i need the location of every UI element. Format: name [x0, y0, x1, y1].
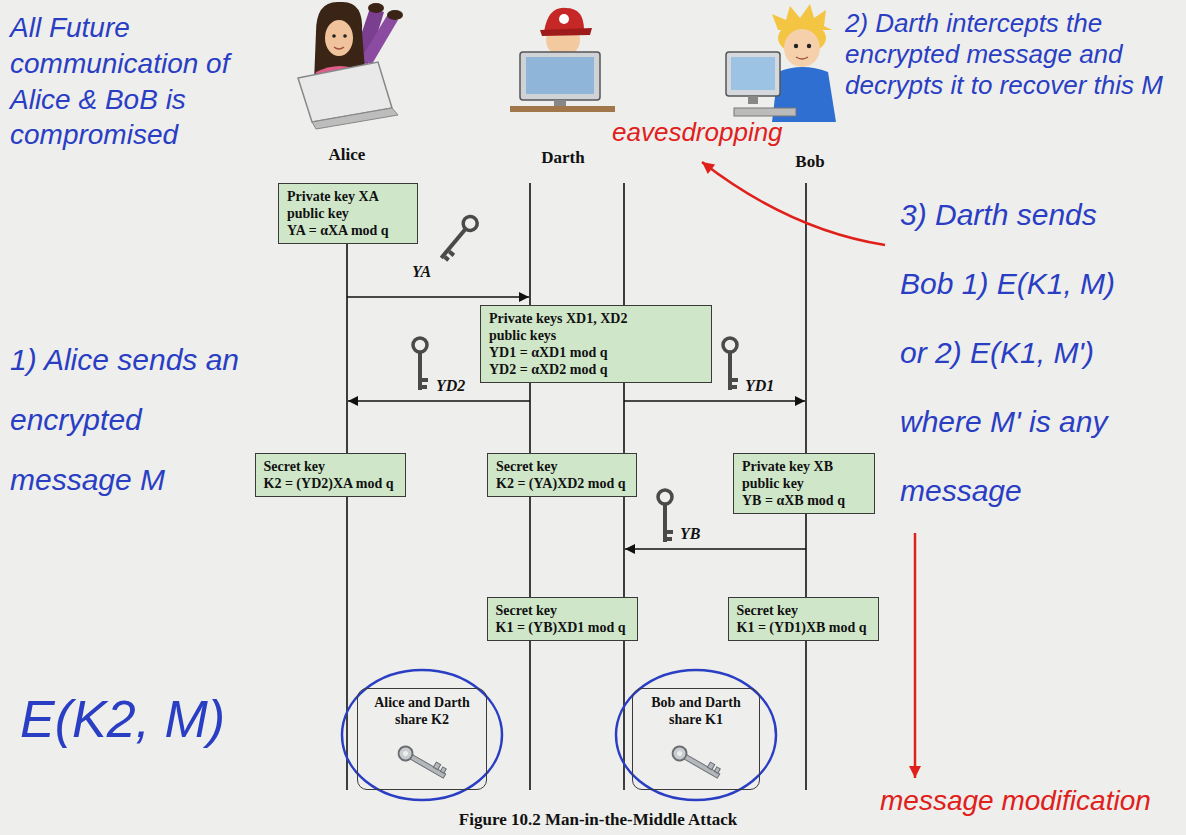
box-text: K2 = (YD2)XA mod q: [264, 475, 397, 492]
key-label: YA: [412, 262, 431, 281]
key-box: Private keys XD1, XD2public keysYD1 = αX…: [480, 305, 712, 383]
alice-figure: [298, 2, 403, 129]
figure-caption: Figure 10.2 Man-in-the-Middle Attack: [459, 810, 737, 830]
box-text: public keys: [489, 327, 703, 344]
box-text: K1 = (YB)XD1 mod q: [496, 619, 629, 636]
box-text: Secret key: [737, 602, 870, 619]
hand-arrow: [702, 162, 915, 778]
hand-circle: [342, 670, 776, 800]
handwritten-tag: eavesdropping: [612, 118, 783, 148]
box-text: public key: [287, 205, 409, 222]
box-text: YA = αXA mod q: [287, 222, 409, 239]
box-text: Secret key: [496, 458, 628, 475]
secret-key-box: Secret keyK1 = (YB)XD1 mod q: [487, 597, 638, 641]
box-text: YD2 = αXD2 mod q: [489, 361, 703, 378]
secret-key-box: Secret keyK1 = (YD1)XB mod q: [728, 597, 879, 641]
handwritten-note: 1) Alice sends an encrypted message M: [10, 330, 245, 510]
box-text: public key: [742, 475, 866, 492]
person-name: Bob: [795, 152, 824, 172]
box-text: Private key XA: [287, 188, 409, 205]
box-text: Bob and Darth share K1: [641, 694, 751, 728]
handwritten-note: 3) Darth sends Bob 1) E(K1, M) or 2) E(K…: [900, 180, 1150, 525]
box-text: Secret key: [264, 458, 397, 475]
key-box: Private key XApublic keyYA = αXA mod q: [278, 183, 418, 244]
handwritten-note: All Future communication of Alice & BoB …: [10, 10, 260, 153]
box-text: Private key XB: [742, 458, 866, 475]
box-text: YB = αXB mod q: [742, 492, 866, 509]
person-name: Alice: [329, 145, 366, 165]
box-text: Alice and Darth share K2: [366, 694, 478, 728]
box-text: K1 = (YD1)XB mod q: [737, 619, 870, 636]
shared-key-box: Alice and Darth share K2: [357, 688, 487, 790]
person-name: Darth: [541, 148, 584, 168]
secret-key-box: Secret keyK2 = (YD2)XA mod q: [255, 453, 406, 497]
shared-key-box: Bob and Darth share K1: [632, 688, 760, 790]
box-text: YD1 = αXD1 mod q: [489, 344, 703, 361]
key-label: YD2: [436, 376, 465, 395]
bob-figure: [726, 4, 836, 122]
box-text: Private keys XD1, XD2: [489, 310, 703, 327]
handwritten-formula: E(K2, M): [20, 690, 225, 750]
box-text: K2 = (YA)XD2 mod q: [496, 475, 628, 492]
handwritten-tag: message modification: [880, 785, 1151, 817]
darth-figure: [510, 8, 615, 112]
key-box: Private key XBpublic keyYB = αXB mod q: [733, 453, 875, 514]
box-text: Secret key: [496, 602, 629, 619]
key-label: YD1: [745, 376, 774, 395]
key-label: YB: [680, 524, 700, 543]
handwritten-note: 2) Darth intercepts the encrypted messag…: [845, 8, 1180, 102]
secret-key-box: Secret keyK2 = (YA)XD2 mod q: [487, 453, 637, 497]
